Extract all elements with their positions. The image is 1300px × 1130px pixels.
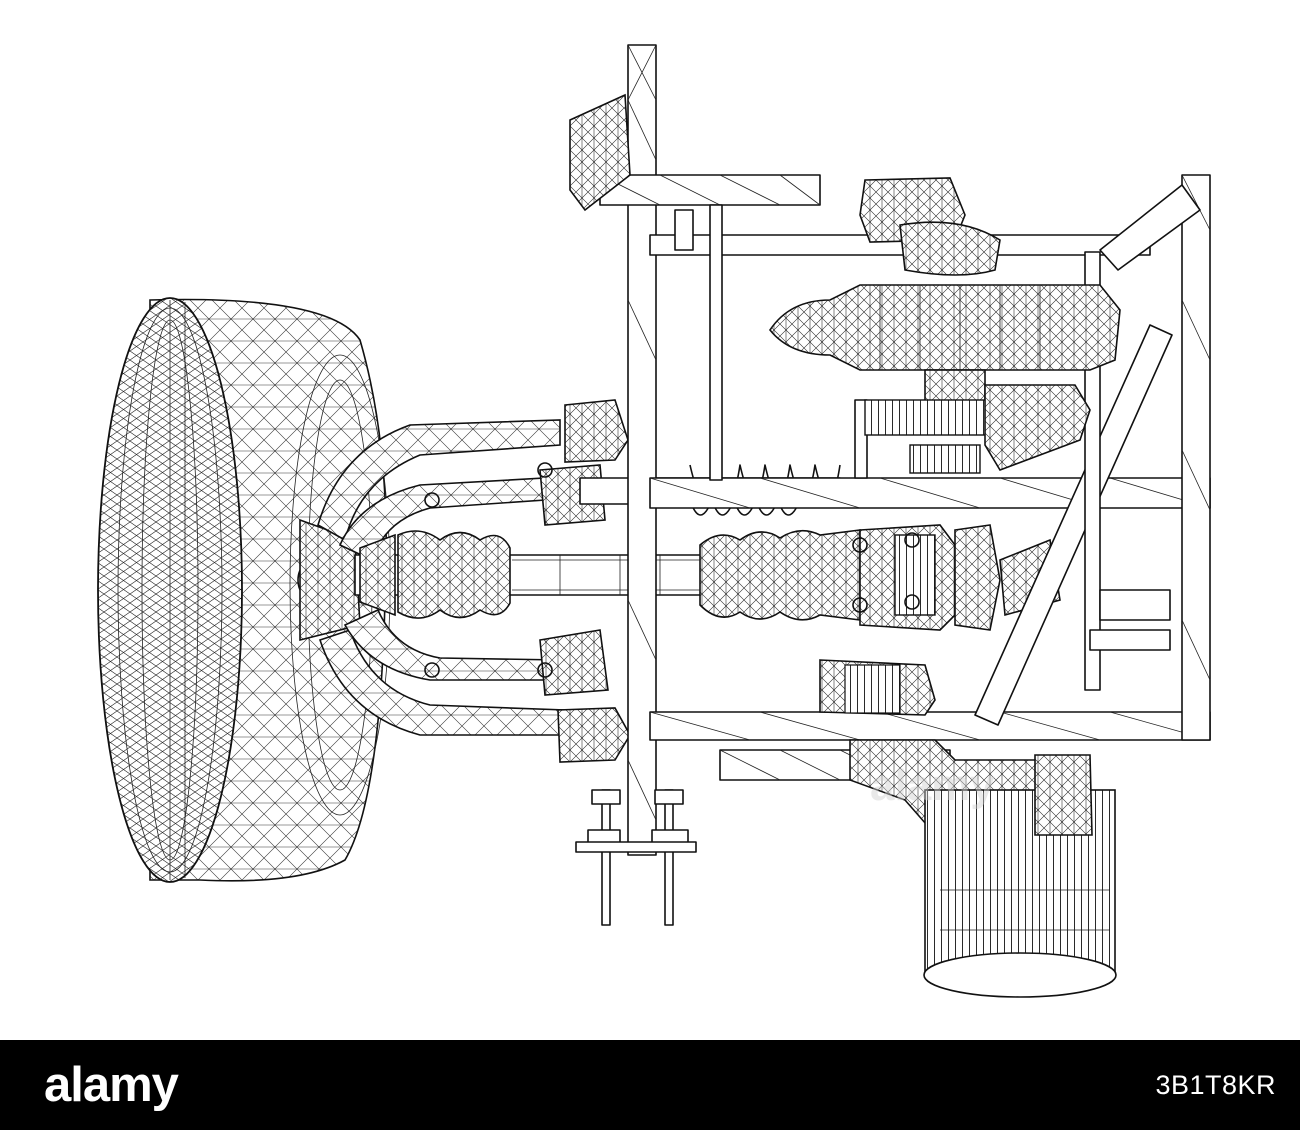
drive-shaft	[354, 529, 876, 621]
wheel-hub	[297, 518, 361, 642]
suspension-mounts	[424, 399, 631, 763]
electric-motor	[849, 739, 1117, 998]
mounting-bolts	[575, 789, 697, 926]
wheel	[97, 297, 391, 883]
brake-assembly	[769, 177, 1121, 371]
gear-set	[864, 369, 1091, 474]
image-id: 3B1T8KR	[1155, 1069, 1276, 1100]
wireframe-illustration: alamy	[97, 44, 1211, 998]
chassis-frame	[569, 44, 1211, 856]
stock-footer-bar: alamy 3B1T8KR	[0, 1040, 1300, 1130]
actuator	[819, 659, 936, 716]
watermark: alamy	[870, 761, 995, 810]
differential	[852, 524, 1061, 631]
brand-logo[interactable]: alamy	[44, 1057, 179, 1112]
